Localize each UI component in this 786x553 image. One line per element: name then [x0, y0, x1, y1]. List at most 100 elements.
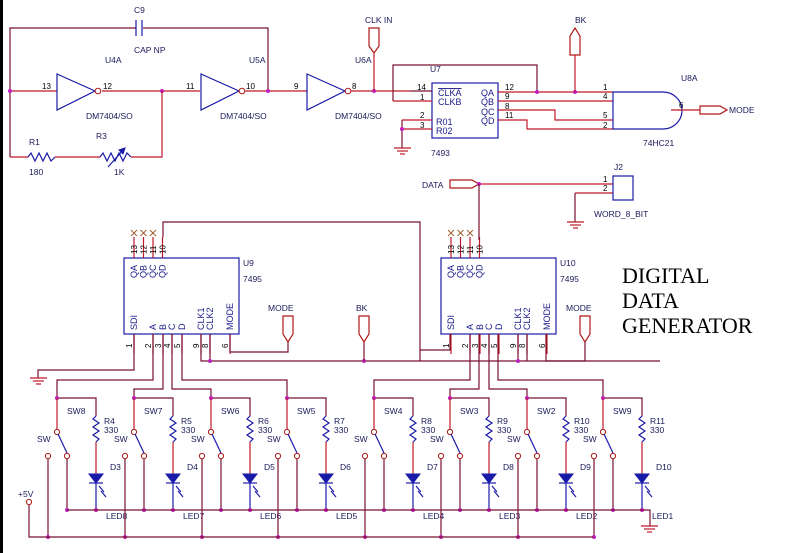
switch-ref: SW4	[384, 406, 403, 416]
sr-pin-num: 10	[476, 245, 485, 254]
c9-value: CAP NP	[134, 45, 166, 55]
u6a-part: DM7404/SO	[335, 111, 382, 121]
potentiometer-r3	[99, 151, 132, 163]
resistor-ref: R9	[497, 416, 508, 426]
resistor-value: 330	[181, 425, 195, 435]
switch-lever[interactable]	[134, 433, 145, 454]
port-mode-u10	[579, 315, 591, 344]
u5a-pin-in: 11	[186, 82, 195, 91]
sr-pin-name: CLK1	[196, 307, 206, 330]
u6a-pin-in: 9	[294, 82, 299, 91]
u7-ref: U7	[430, 64, 441, 74]
shift-register-u10: U10749513QA12QB11QC10QD1SDI2A3B4C5D9CLK1…	[440, 229, 579, 354]
switch-ref: SW6	[221, 406, 240, 416]
u7-pin-num: 12	[505, 83, 514, 92]
sr-pin-num: 5	[173, 343, 182, 348]
sr-pin-num: 2	[461, 343, 470, 348]
sr-pin-name: A	[148, 324, 158, 330]
resistor	[245, 415, 255, 443]
switch-lever[interactable]	[57, 433, 68, 454]
switch-lever[interactable]	[287, 433, 298, 454]
sr-pin-num: 1	[442, 343, 451, 348]
u7-pin-name: CLKB	[438, 97, 462, 107]
u4a-ref: U4A	[105, 55, 122, 65]
sr-pin-name: MODE	[225, 303, 235, 330]
resistor	[637, 415, 647, 443]
led-icon	[480, 473, 498, 484]
led-name: LED1	[652, 511, 674, 521]
resistor-value: 330	[421, 425, 435, 435]
sr-pin-name: QB	[139, 265, 149, 278]
switch-ref: SW5	[297, 406, 316, 416]
led-name: LED3	[499, 511, 521, 521]
led-ref: D3	[110, 462, 121, 472]
vcc-terminal	[25, 498, 33, 506]
u7-pin-num: 14	[417, 83, 426, 92]
resistor-ref: R6	[258, 416, 269, 426]
led-name: LED2	[576, 511, 598, 521]
counter-u7: U7 7493 14 1 2 3 CLKA CLKB R01 R02 QA QB…	[392, 64, 613, 158]
sr-pin-num: 3	[471, 343, 480, 348]
sr-part: 7495	[243, 274, 262, 284]
led-ref: D5	[264, 462, 275, 472]
sr-pin-num: 6	[538, 343, 547, 348]
oscillator-section: C9 CAP NP U4A 13 12 DM7404/SO	[8, 5, 410, 177]
switch-lever[interactable]	[374, 433, 385, 454]
ground-icon	[641, 525, 658, 533]
title-line-3: GENERATOR	[622, 313, 753, 338]
sr-pin-name: QC	[465, 264, 475, 278]
shift-register-layer: U9749513QA12QB11QC10QD1SDI2A3B4C5D9CLK18…	[123, 229, 579, 354]
led-name: LED8	[106, 511, 128, 521]
sr-part: 7495	[560, 274, 579, 284]
led-ref: D4	[187, 462, 198, 472]
switch-lever[interactable]	[603, 433, 614, 454]
u6a-ref: U6A	[355, 55, 372, 65]
u7-part: 7493	[431, 148, 450, 158]
sr-pin-num: 8	[201, 343, 210, 348]
resistor	[484, 415, 494, 443]
r3-value: 1K	[114, 167, 125, 177]
title-line-1: DIGITAL	[622, 263, 709, 288]
u7-pin-num: 3	[420, 121, 425, 130]
clock-bus	[200, 334, 660, 362]
led-icon	[317, 473, 335, 484]
r1-ref: R1	[29, 137, 40, 147]
sr-pin-name: SDI	[446, 315, 456, 330]
resistor-ref: R4	[104, 416, 115, 426]
sr-pin-name: B	[475, 324, 485, 330]
sr-pin-name: B	[158, 324, 168, 330]
sr-pin-name: QA	[129, 265, 139, 278]
port-bk-u9	[358, 315, 370, 344]
inverter-u5a	[200, 73, 246, 111]
u7-pin-name: QB	[481, 97, 494, 107]
sr-pin-name: D	[494, 323, 504, 330]
title-line-2: DATA	[622, 288, 679, 313]
switch-type: SW	[114, 434, 128, 444]
led-icon	[87, 473, 105, 484]
j2-part: WORD_8_BIT	[594, 209, 648, 219]
switch-lever[interactable]	[211, 433, 222, 454]
led-name: LED6	[260, 511, 282, 521]
port-clk-in	[368, 27, 380, 55]
switch-lever[interactable]	[527, 433, 538, 454]
resistor-ref: R10	[574, 416, 590, 426]
switch-lever[interactable]	[450, 433, 461, 454]
u7-pin-num: 11	[505, 111, 514, 120]
resistor	[408, 415, 418, 443]
sr-pin-name: C	[167, 323, 177, 330]
junction	[266, 89, 270, 93]
led-return-bus	[67, 509, 651, 526]
u7-pin-name: QD	[481, 116, 495, 126]
led-name: LED7	[183, 511, 205, 521]
switch-type: SW	[583, 434, 597, 444]
port-data	[449, 179, 481, 189]
j2-ref: J2	[614, 162, 623, 172]
led-icon	[633, 473, 651, 484]
resistor-value: 330	[650, 425, 664, 435]
switch-ref: SW3	[460, 406, 479, 416]
port-mode-out	[699, 105, 729, 115]
sr-pin-num: 8	[518, 343, 527, 348]
